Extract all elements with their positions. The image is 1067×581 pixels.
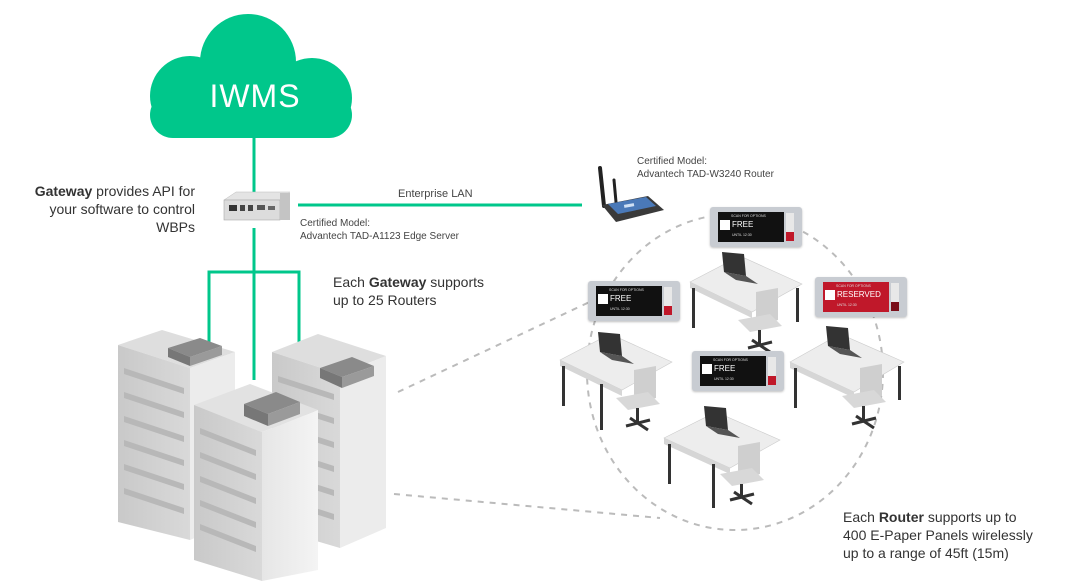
gateway-desc-rest-1: provides API for <box>92 183 195 199</box>
lan-label: Enterprise LAN <box>398 188 473 200</box>
router-capacity-line-2: 400 E-Paper Panels wirelessly <box>843 527 1033 543</box>
gateway-model-name: Advantech TAD-A1123 Edge Server <box>300 231 459 242</box>
laptop-icon <box>598 252 862 438</box>
router-capacity-rest-1: supports up to <box>923 509 1017 525</box>
e-paper-panel-icon: SCAN FOR OPTIONS FREE UNTIL 12:30 <box>710 207 802 247</box>
panel-status: FREE <box>732 220 754 229</box>
panel-header: SCAN FOR OPTIONS <box>609 288 644 292</box>
router-capacity-prefix: Each <box>843 509 879 525</box>
panel-status: FREE <box>714 364 736 373</box>
gateway-capacity-bold: Gateway <box>368 274 427 290</box>
gateway-capacity-text: Each Gateway supports up to 25 Routers <box>333 273 484 309</box>
e-paper-panel-icon: SCAN FOR OPTIONS RESERVED UNTIL 12:30 <box>815 277 907 317</box>
gateway-desc-line-3: WBPs <box>156 219 195 235</box>
building-icon <box>118 330 386 581</box>
panel-until: UNTIL 12:30 <box>837 303 857 307</box>
router-icon <box>598 166 664 222</box>
router-model-label: Certified Model: <box>637 156 708 167</box>
panel-until: UNTIL 12:30 <box>610 307 630 311</box>
gateway-capacity-line-2: up to 25 Routers <box>333 292 437 308</box>
chair-icon <box>616 288 886 506</box>
gateway-bold: Gateway <box>34 183 93 199</box>
gateway-capacity-rest-1: supports <box>426 274 484 290</box>
gateway-model-label: Certified Model: <box>300 218 371 229</box>
gateway-description: Gateway provides API for your software t… <box>8 182 195 236</box>
panel-until: UNTIL 12:30 <box>732 233 752 237</box>
panel-header: SCAN FOR OPTIONS <box>836 284 871 288</box>
connection-lines <box>207 138 582 380</box>
gateway-desc-line-2: your software to control <box>49 201 195 217</box>
router-capacity-bold: Router <box>878 509 924 525</box>
router-model-name: Advantech TAD-W3240 Router <box>637 169 774 180</box>
panel-until: UNTIL 12:30 <box>714 377 734 381</box>
router-capacity-line-3: up to a range of 45ft (15m) <box>843 545 1009 561</box>
cloud-icon <box>150 14 352 138</box>
edge-server-icon <box>223 191 291 221</box>
gateway-capacity-prefix: Each <box>333 274 369 290</box>
panel-header: SCAN FOR OPTIONS <box>731 214 766 218</box>
router-capacity-text: Each Router supports up to 400 E-Paper P… <box>843 508 1033 562</box>
e-paper-panel-icon: SCAN FOR OPTIONS FREE UNTIL 12:30 <box>692 351 784 391</box>
panel-status: FREE <box>610 294 632 303</box>
e-paper-panel-icon: SCAN FOR OPTIONS FREE UNTIL 12:30 <box>588 281 680 321</box>
router-model-caption: Certified Model: Advantech TAD-W3240 Rou… <box>637 155 774 181</box>
panel-header: SCAN FOR OPTIONS <box>713 358 748 362</box>
gateway-model-caption: Certified Model: Advantech TAD-A1123 Edg… <box>300 217 459 243</box>
panel-status: RESERVED <box>837 290 881 299</box>
iwms-label: IWMS <box>209 78 301 114</box>
